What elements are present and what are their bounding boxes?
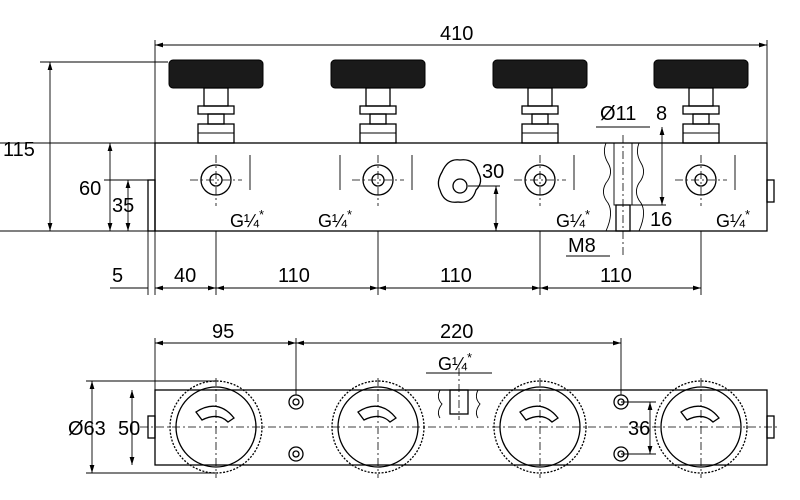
knob-top-2 bbox=[331, 378, 425, 478]
dim-dia-11: Ø11 bbox=[600, 103, 636, 125]
dim-220: 220 bbox=[440, 321, 473, 343]
dim-16: 16 bbox=[650, 209, 672, 231]
svg-text:G¼*: G¼* bbox=[318, 207, 352, 231]
port-2 bbox=[352, 155, 404, 206]
center-port-top bbox=[437, 368, 481, 420]
top-view: 95 220 Ø63 50 36 G¼* bbox=[68, 321, 780, 478]
center-port-breakout bbox=[437, 159, 482, 203]
port-1 bbox=[190, 155, 242, 206]
dim-40: 40 bbox=[174, 265, 196, 287]
dim-5: 5 bbox=[112, 265, 123, 287]
dim-35: 35 bbox=[112, 195, 134, 217]
thread-section bbox=[603, 135, 644, 258]
dim-95: 95 bbox=[212, 321, 234, 343]
valve-3 bbox=[492, 59, 588, 144]
dim-30: 30 bbox=[482, 161, 504, 183]
dim-50: 50 bbox=[118, 418, 140, 440]
port-label-4: G¼* bbox=[716, 207, 750, 231]
dim-60: 60 bbox=[79, 178, 101, 200]
dim-m8: M8 bbox=[568, 235, 596, 257]
dim-410: 410 bbox=[440, 23, 473, 45]
knob-top-4 bbox=[654, 378, 748, 478]
dim-110-c: 110 bbox=[600, 265, 632, 287]
port-3 bbox=[514, 155, 566, 206]
mount-holes bbox=[288, 394, 629, 462]
dim-36: 36 bbox=[628, 418, 650, 440]
valve-1 bbox=[168, 59, 264, 144]
svg-text:G¼*: G¼* bbox=[230, 207, 264, 231]
port-label-1: G¼* bbox=[230, 207, 264, 231]
port-label-3: G¼* bbox=[556, 207, 590, 231]
dim-110-a: 110 bbox=[278, 265, 310, 287]
front-view: 410 115 60 35 5 40 110 110 110 30 Ø11 8 … bbox=[0, 23, 775, 295]
dim-8: 8 bbox=[656, 103, 667, 125]
port-4 bbox=[675, 155, 727, 206]
svg-text:G¼*: G¼* bbox=[556, 207, 590, 231]
dim-dia-63: Ø63 bbox=[68, 418, 106, 440]
dim-115: 115 bbox=[3, 139, 35, 161]
svg-text:G¼*: G¼* bbox=[438, 350, 472, 374]
knob-top-1 bbox=[169, 378, 263, 478]
valve-2 bbox=[330, 59, 426, 144]
svg-text:G¼*: G¼* bbox=[716, 207, 750, 231]
knob-top-3 bbox=[493, 378, 587, 478]
port-label-2: G¼* bbox=[318, 207, 352, 231]
dim-110-b: 110 bbox=[440, 265, 472, 287]
port-label-top: G¼* bbox=[426, 350, 492, 374]
valve-4 bbox=[653, 59, 749, 144]
